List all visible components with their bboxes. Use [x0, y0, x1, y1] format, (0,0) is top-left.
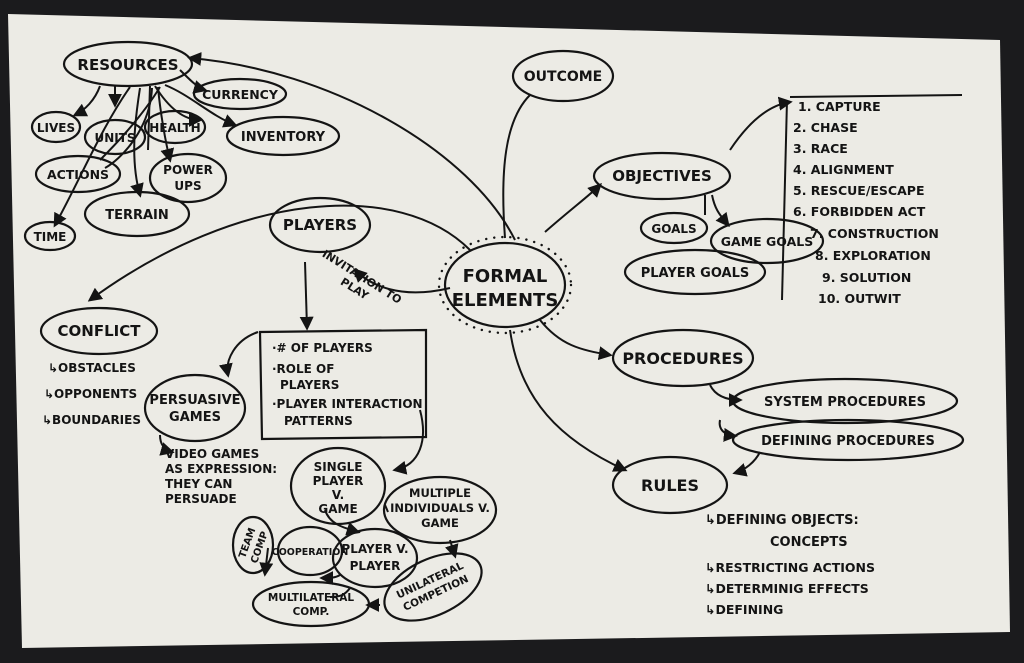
objectives-list-rule: [789, 94, 963, 98]
objective-item-6: 6. FORBIDDEN ACT: [793, 204, 926, 219]
players-title: PLAYERS: [283, 216, 357, 234]
resources-node: [62, 40, 194, 88]
objective-item-10: 10. OUTWIT: [818, 291, 901, 306]
objective-item-3: 3. RACE: [793, 141, 848, 156]
conflict-cluster: CONFLICT ↳OBSTACLES ↳OPPONENTS ↳BOUNDARI…: [39, 306, 159, 427]
resource-health: HEALTH: [149, 121, 200, 135]
players-box-line2: ·ROLE OF: [272, 362, 334, 376]
system-procedures: SYSTEM PROCEDURES: [764, 395, 926, 410]
objectives-cluster: OBJECTIVES GOALS GAME GOALS PLAYER GOALS…: [592, 99, 939, 306]
pattern-multilateral-line1: MULTILATERAL: [268, 592, 355, 604]
outcome-label: OUTCOME: [524, 69, 603, 85]
outcome-node: OUTCOME: [511, 49, 615, 103]
rules-item-4: ↳DETERMINIG EFFECTS: [705, 581, 869, 596]
conflict-item-1: ↳OBSTACLES: [48, 361, 136, 375]
procedures-title: PROCEDURES: [622, 349, 743, 368]
rules-item-5: ↳DEFINING: [705, 602, 783, 617]
conflict-item-3: ↳BOUNDARIES: [42, 413, 141, 427]
persuasive-cluster: PERSUASIVE GAMES VIDEO GAMES AS EXPRESSI…: [143, 373, 277, 506]
pattern-single-line1: SINGLE: [314, 460, 363, 474]
resources-title: RESOURCES: [77, 56, 178, 74]
persuasive-note-line4: PERSUADE: [165, 492, 237, 506]
objectives-title: OBJECTIVES: [612, 167, 712, 185]
rules-item-2: CONCEPTS: [770, 535, 848, 550]
conflict-title: CONFLICT: [58, 322, 142, 340]
goals-label: GOALS: [651, 222, 696, 236]
defining-procedures: DEFINING PROCEDURES: [761, 434, 935, 449]
pattern-pvp-line1: PLAYER V.: [341, 542, 408, 556]
resource-currency: CURRENCY: [202, 87, 279, 102]
persuasive-note-line1: VIDEO GAMES: [165, 447, 259, 461]
resource-inventory: INVENTORY: [241, 130, 326, 145]
resources-cluster: RESOURCES CURRENCY LIVES UNITS HEALTH IN…: [23, 40, 341, 252]
objective-item-9: 9. SOLUTION: [822, 270, 911, 285]
resource-time: TIME: [34, 230, 67, 244]
objective-item-4: 4. ALIGNMENT: [793, 162, 894, 177]
objective-item-7: 7. CONSTRUCTION: [810, 226, 939, 241]
procedures-cluster: PROCEDURES SYSTEM PROCEDURES DEFINING PR…: [611, 328, 965, 462]
rules-item-1: ↳DEFINING OBJECTS:: [705, 513, 859, 528]
paper-background: [8, 14, 1010, 648]
rules-item-3: ↳RESTRICTING ACTIONS: [705, 560, 875, 575]
persuasive-line2: GAMES: [169, 410, 221, 425]
players-box-line3: PLAYERS: [280, 378, 339, 392]
pattern-single-line3: V.: [332, 488, 344, 502]
pattern-single-line2: PLAYER: [313, 474, 364, 488]
persuasive-note-line2: AS EXPRESSION:: [165, 462, 277, 476]
connectors: [53, 51, 793, 612]
objective-item-5: 5. RESCUE/ESCAPE: [793, 183, 924, 198]
pattern-single-line4: GAME: [318, 502, 357, 516]
player-goals-label: PLAYER GOALS: [641, 266, 750, 281]
center-title-line2: ELEMENTS: [452, 290, 559, 311]
persuasive-line1: PERSUASIVE: [149, 393, 240, 408]
conflict-item-2: ↳OPPONENTS: [44, 387, 137, 401]
players-box-line1: ·# OF PLAYERS: [272, 341, 373, 355]
center-title-line1: FORMAL: [463, 266, 548, 287]
objective-item-1: 1. CAPTURE: [798, 99, 881, 114]
pattern-multiple-line2: INDIVIDUALS V.: [390, 501, 490, 515]
pattern-cooperation: COOPERATION: [272, 547, 349, 558]
resource-power-ups-line1: POWER: [163, 163, 213, 177]
pattern-multilateral-line2: COMP.: [293, 606, 330, 618]
players-attributes-box: [258, 328, 428, 441]
resource-terrain: TERRAIN: [105, 208, 169, 223]
rules-title: RULES: [641, 476, 699, 495]
rules-cluster: RULES ↳DEFINING OBJECTS: CONCEPTS ↳RESTR…: [611, 455, 875, 617]
game-goals-label: GAME GOALS: [721, 234, 813, 249]
center-node: FORMAL ELEMENTS: [437, 235, 573, 335]
persuasive-note-line3: THEY CAN: [165, 477, 232, 491]
objective-item-8: 8. EXPLORATION: [815, 248, 931, 263]
pattern-multiple-line1: MULTIPLE: [409, 486, 471, 500]
resource-power-ups-line2: UPS: [174, 179, 201, 193]
resource-actions: ACTIONS: [47, 167, 109, 182]
players-box-line5: PATTERNS: [284, 414, 353, 428]
objectives-list-bracket: [781, 99, 788, 301]
players-box-line4: ·PLAYER INTERACTION: [272, 397, 423, 411]
pattern-multiple-line3: GAME: [421, 516, 459, 530]
resource-lives: LIVES: [37, 121, 75, 135]
resource-units: UNITS: [94, 131, 135, 145]
pattern-pvp-line2: PLAYER: [350, 559, 401, 573]
objective-item-2: 2. CHASE: [793, 120, 858, 135]
